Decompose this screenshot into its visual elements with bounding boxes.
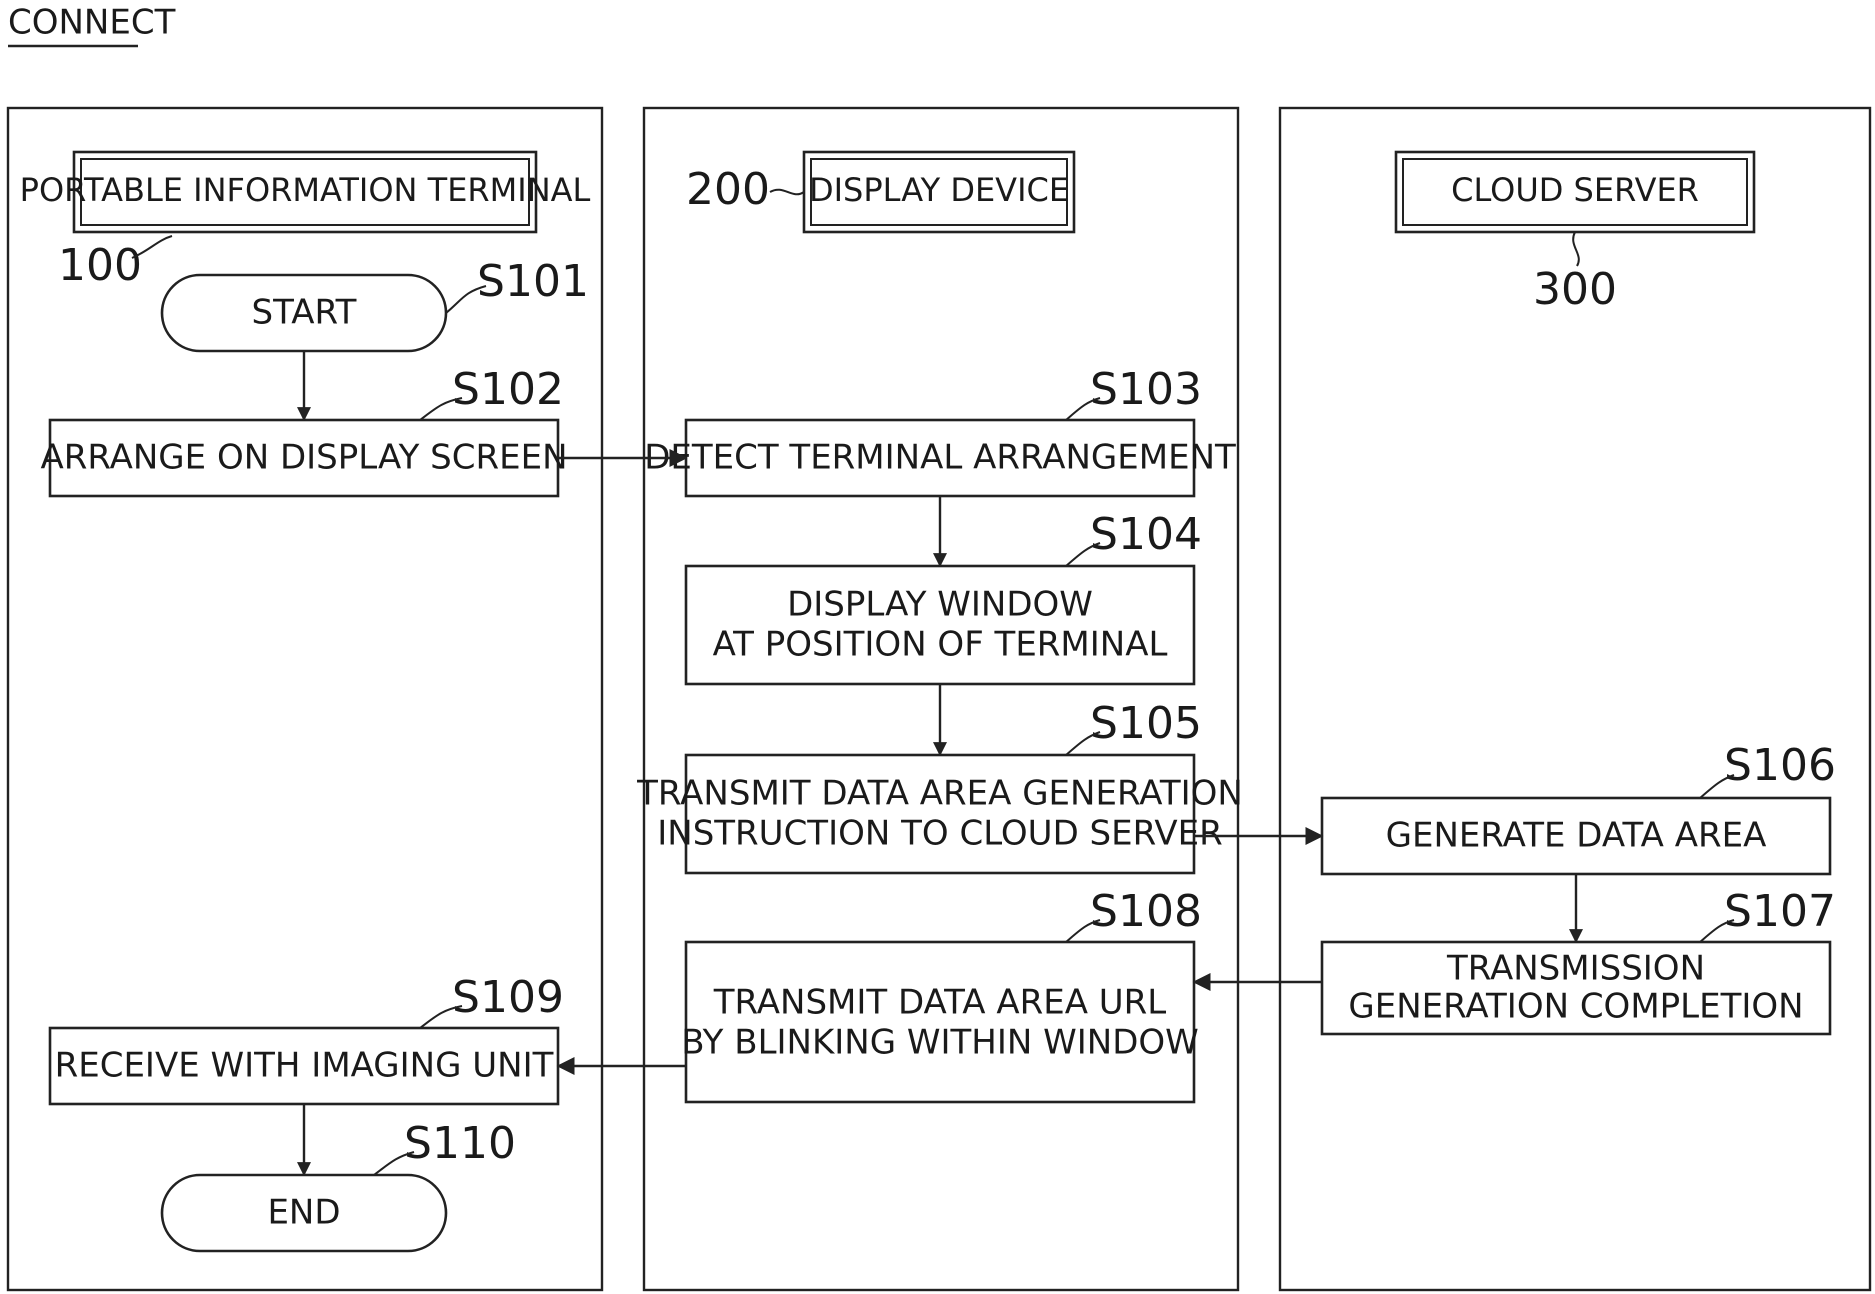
step-s107: TRANSMISSION GENERATION COMPLETION — [1322, 942, 1830, 1034]
step-s109-id: S109 — [452, 972, 564, 1023]
step-s103-id: S103 — [1090, 364, 1202, 415]
step-s105-text-line1: TRANSMIT DATA AREA GENERATION — [636, 774, 1243, 814]
step-s106-id: S106 — [1724, 740, 1836, 791]
step-s106: GENERATE DATA AREA — [1322, 798, 1830, 874]
step-s103-text: DETECT TERMINAL ARRANGEMENT — [644, 438, 1236, 478]
step-s105: TRANSMIT DATA AREA GENERATION INSTRUCTIO… — [636, 755, 1243, 873]
diagram-title: CONNECT — [8, 3, 176, 43]
step-s105-id: S105 — [1090, 698, 1202, 749]
ref-200: 200 — [686, 164, 770, 215]
step-s107-text-line1: TRANSMISSION — [1446, 949, 1705, 989]
step-s108-id: S108 — [1090, 886, 1202, 937]
step-s104-text-line1: DISPLAY WINDOW — [787, 585, 1093, 625]
step-s110-text: END — [267, 1193, 340, 1233]
step-s101-text: START — [252, 293, 357, 333]
step-s101-id: S101 — [477, 256, 589, 307]
step-s109: RECEIVE WITH IMAGING UNIT — [50, 1028, 558, 1104]
lead-ref-200 — [770, 190, 804, 195]
step-s101-start: START — [162, 275, 446, 351]
step-s102-text: ARRANGE ON DISPLAY SCREEN — [40, 438, 567, 478]
step-s107-text-line2: GENERATION COMPLETION — [1348, 987, 1803, 1027]
step-s102-id: S102 — [452, 364, 564, 415]
header-portable-terminal-label: PORTABLE INFORMATION TERMINAL — [20, 171, 591, 209]
step-s110-end: END — [162, 1175, 446, 1251]
step-s109-text: RECEIVE WITH IMAGING UNIT — [55, 1046, 554, 1086]
step-s104: DISPLAY WINDOW AT POSITION OF TERMINAL — [686, 566, 1194, 684]
step-s104-text-line2: AT POSITION OF TERMINAL — [713, 625, 1168, 665]
step-s103: DETECT TERMINAL ARRANGEMENT — [644, 420, 1236, 496]
step-s102: ARRANGE ON DISPLAY SCREEN — [40, 420, 567, 496]
step-s108-text-line1: TRANSMIT DATA AREA URL — [713, 983, 1167, 1023]
ref-100: 100 — [58, 240, 142, 291]
lead-ref-300 — [1573, 232, 1579, 266]
step-s107-id: S107 — [1724, 886, 1836, 937]
step-s106-text: GENERATE DATA AREA — [1386, 816, 1767, 856]
header-cloud-server-label: CLOUD SERVER — [1451, 171, 1699, 209]
step-s108-text-line2: BY BLINKING WITHIN WINDOW — [681, 1023, 1199, 1063]
step-s104-id: S104 — [1090, 509, 1202, 560]
ref-300: 300 — [1533, 264, 1617, 315]
step-s105-text-line2: INSTRUCTION TO CLOUD SERVER — [657, 814, 1223, 854]
step-s108: TRANSMIT DATA AREA URL BY BLINKING WITHI… — [681, 942, 1199, 1102]
header-portable-terminal: PORTABLE INFORMATION TERMINAL — [20, 152, 591, 232]
header-display-device: DISPLAY DEVICE — [804, 152, 1074, 232]
header-display-device-label: DISPLAY DEVICE — [809, 171, 1069, 209]
header-cloud-server: CLOUD SERVER — [1396, 152, 1754, 232]
step-s110-id: S110 — [404, 1118, 516, 1169]
